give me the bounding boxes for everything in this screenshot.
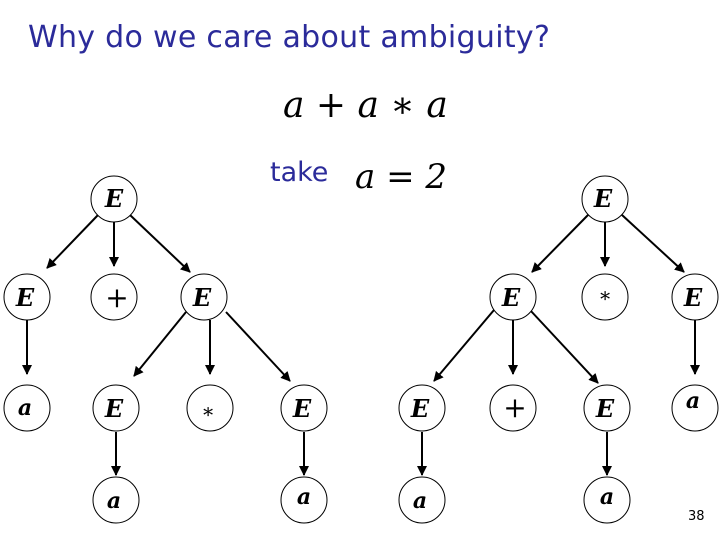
node-label: ∗ — [598, 283, 612, 307]
take-equation: a = 2 — [355, 157, 448, 197]
left-l1-node-1: E — [3, 273, 51, 321]
right-l1-node-3: E — [671, 273, 719, 321]
node-label: E — [104, 184, 124, 213]
node-label: a — [107, 488, 121, 514]
right-l1-node-2: ∗ — [581, 273, 629, 321]
left-l2-node-2: E — [92, 384, 140, 432]
left-tree-nodes: E E + E a E ∗ E — [3, 175, 328, 524]
node-label: E — [15, 283, 35, 312]
right-l3-node-2: a — [583, 476, 631, 524]
node-label: a — [297, 484, 311, 510]
left-l1-node-2: + — [90, 273, 138, 321]
right-l2-node-3: E — [583, 384, 631, 432]
left-l1-node-3: E — [180, 273, 228, 321]
left-l2-node-4: E — [280, 384, 328, 432]
slide-title: Why do we care about ambiguity? — [28, 20, 551, 55]
left-l3-node-1: a — [92, 476, 140, 524]
left-l3-node-2: a — [280, 476, 328, 524]
right-l3-node-1: a — [398, 476, 446, 524]
right-l2-node-4: a — [671, 384, 719, 432]
node-label: a — [18, 395, 32, 421]
right-tree-edges — [417, 214, 700, 476]
right-l2-node-2: + — [489, 384, 537, 432]
left-l2-node-1: a — [3, 384, 51, 432]
node-label: E — [683, 283, 703, 312]
node-label: E — [192, 283, 212, 312]
right-l1-node-1: E — [489, 273, 537, 321]
node-label: E — [593, 184, 613, 213]
node-label: E — [104, 394, 124, 423]
node-label: a — [413, 488, 427, 514]
right-root-node: E — [581, 175, 629, 223]
node-label: a — [686, 388, 700, 414]
left-l2-node-3: ∗ — [186, 384, 234, 432]
node-label: a — [600, 484, 614, 510]
left-root-node: E — [90, 175, 138, 223]
left-tree-edges — [22, 214, 309, 476]
right-tree-nodes: E E ∗ E E + E a — [398, 175, 719, 524]
right-l2-node-1: E — [398, 384, 446, 432]
node-label: E — [292, 394, 312, 423]
take-label: take — [270, 157, 329, 188]
node-label: E — [501, 283, 521, 312]
page-number: 38 — [688, 509, 705, 524]
node-label: ∗ — [201, 399, 215, 423]
node-label: E — [410, 394, 430, 423]
node-label: E — [595, 394, 615, 423]
expression: a + a ∗ a — [283, 85, 448, 126]
node-label: + — [503, 391, 526, 424]
node-label: + — [105, 281, 128, 314]
